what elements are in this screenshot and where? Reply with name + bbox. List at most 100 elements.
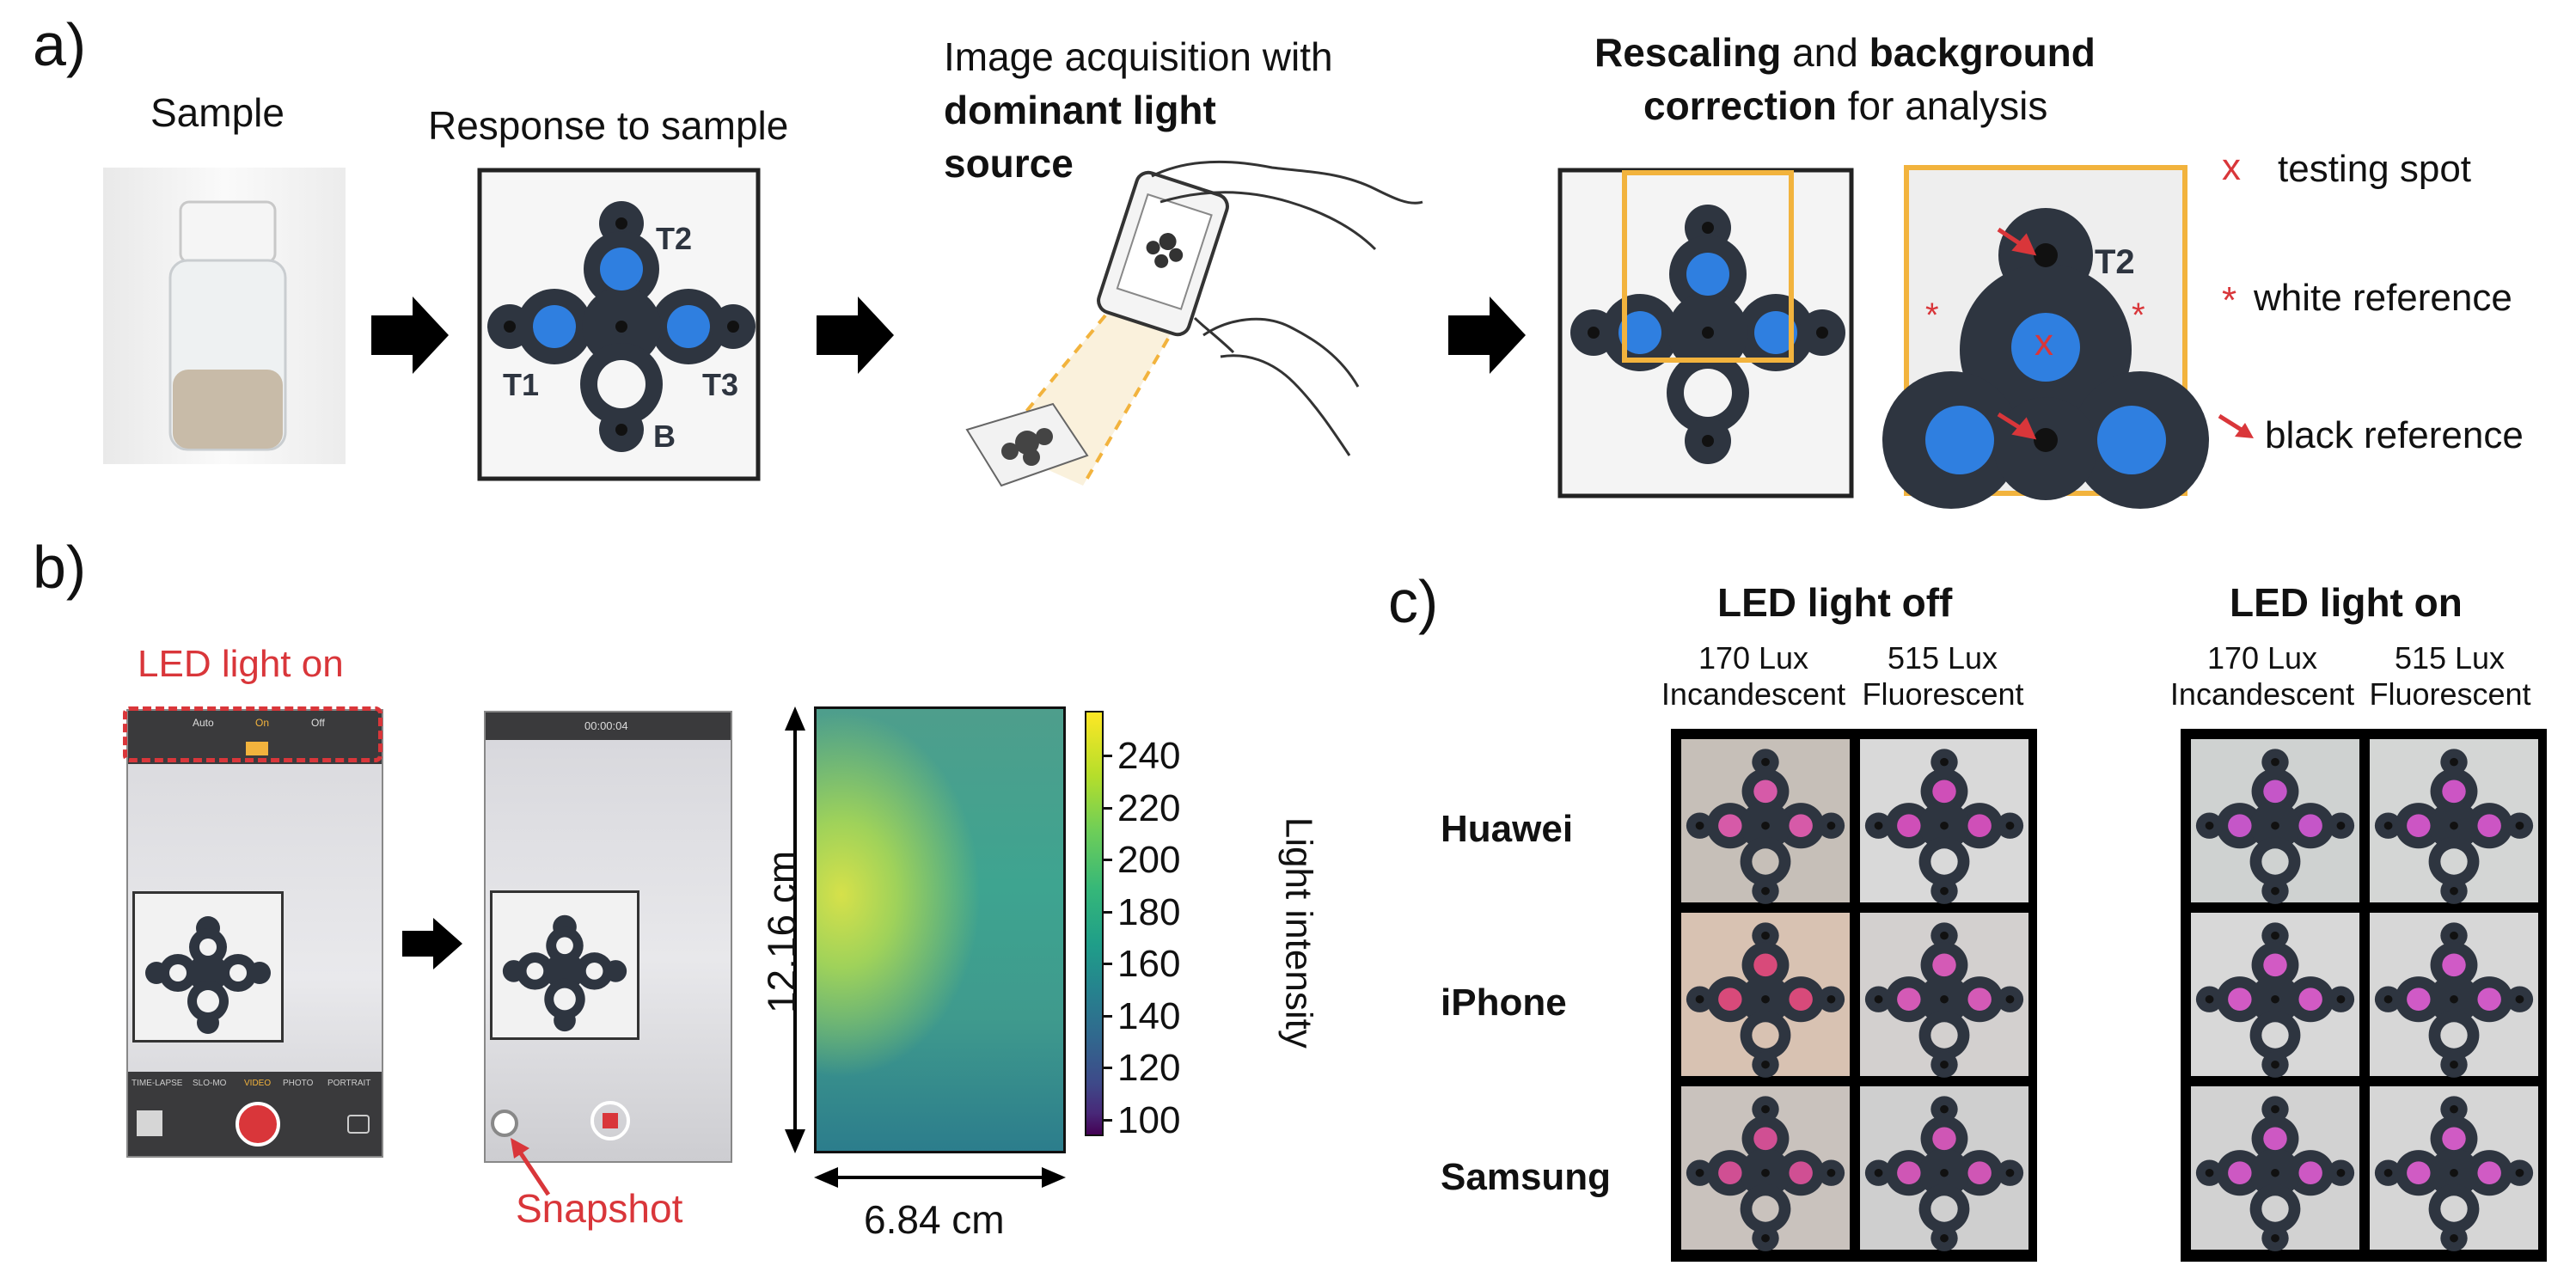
row-label-samsung: Samsung [1441, 1156, 1612, 1198]
colorbar-tick [1104, 963, 1112, 966]
colorbar-tick [1104, 1119, 1112, 1122]
colorbar-tick-label: 100 [1117, 1099, 1181, 1141]
camera-bottom-mode-slomo[interactable]: SLO-MO [193, 1079, 227, 1088]
colorbar-tick-label: 180 [1117, 890, 1181, 933]
chip-cell-photo [2191, 913, 2359, 1078]
chip-cell-photo [2191, 1086, 2359, 1251]
legend-black-label: black reference [2265, 414, 2524, 456]
zoom-testing-spot: x [2034, 321, 2053, 364]
colorbar-tick-label: 160 [1117, 943, 1181, 986]
record-button[interactable] [236, 1102, 280, 1147]
group-led-off-title: LED light off [1717, 580, 1953, 625]
sample-title: Sample [150, 90, 285, 135]
on-col2-line2: Fluorescent [2369, 676, 2531, 712]
arrow-right-2 [817, 297, 894, 374]
legend-black-ref-arrow-icon [2218, 413, 2254, 438]
chip-label-t2: T2 [656, 221, 693, 256]
colorbar-tick-label: 240 [1117, 735, 1181, 778]
row-label-huawei: Huawei [1441, 808, 1574, 850]
rescale-bold2: background [1869, 30, 2096, 75]
arrow-right-b [402, 918, 462, 969]
arrow-right-1 [371, 297, 449, 374]
led-on-label: LED light on [138, 643, 344, 685]
zoom-white-ref-left: * [1925, 297, 1939, 334]
panel-c-label: c) [1388, 568, 1439, 635]
camera-screen-photo: Auto On Off TIME-LAPSE SLO-MO VIDEO PHOT… [126, 709, 383, 1158]
camera-bottom-mode-video[interactable]: VIDEO [244, 1079, 272, 1088]
zoom-chip-label-t2: T2 [2095, 243, 2135, 281]
camera-bottom-mode-timelapse[interactable]: TIME-LAPSE [132, 1079, 183, 1088]
rescale-mid: and [1781, 30, 1869, 75]
chip-cell-photo [1681, 739, 1850, 904]
rescale-chip-drawing [1557, 168, 1854, 498]
stop-record-button[interactable] [590, 1101, 630, 1140]
colorbar-tick-label: 140 [1117, 994, 1181, 1037]
camera-chip-view [132, 891, 284, 1043]
width-dimension-arrow [814, 1167, 1066, 1188]
video-screen-photo: 00:00:04 [484, 711, 732, 1163]
off-col1-line2: Incandescent [1661, 676, 1846, 712]
rescale-end: for analysis [1836, 83, 2048, 128]
video-chip-drawing [502, 914, 627, 1032]
acq-line1: Image acquisition with [944, 34, 1333, 79]
zoomed-chip-photo: T2 * * x [1882, 165, 2209, 509]
chip-cell-photo [1860, 739, 2028, 904]
legend-white-label: white reference [2254, 277, 2512, 319]
zoomed-chip-drawing [1882, 165, 2209, 509]
camera-mode-off[interactable]: Off [311, 717, 325, 729]
camera-bottom-mode-portrait[interactable]: PORTRAIT [327, 1079, 371, 1088]
chip-label-t3: T3 [702, 367, 739, 402]
stop-square-icon [603, 1113, 618, 1128]
legend-white-symbol: * [2222, 279, 2237, 321]
response-chip-drawing [477, 168, 761, 481]
colorbar-tick [1104, 910, 1112, 914]
switch-camera-icon[interactable] [347, 1115, 370, 1134]
off-col2-line1: 515 Lux [1887, 640, 1998, 676]
zoom-white-ref-right: * [2132, 297, 2145, 334]
on-col2-line1: 515 Lux [2394, 640, 2506, 676]
colorbar-tick [1104, 1067, 1112, 1070]
chip-cell-photo [2370, 739, 2538, 904]
video-chip-view [490, 890, 639, 1040]
led-flash-highlight-box [123, 706, 382, 762]
colorbar-tick-label: 120 [1117, 1047, 1181, 1090]
video-top-bar [486, 712, 731, 740]
camera-mode-auto[interactable]: Auto [193, 717, 214, 729]
video-timer: 00:00:04 [584, 719, 628, 732]
acq-line2: dominant light [944, 88, 1216, 132]
camera-bottom-mode-photo[interactable]: PHOTO [283, 1079, 314, 1088]
chip-cell-photo [1681, 913, 1850, 1078]
camera-mode-on[interactable]: On [255, 717, 270, 729]
colorbar-tick-label: 220 [1117, 786, 1181, 829]
vial-drawing [168, 200, 287, 451]
rescale-title-line1: Rescaling and background [1594, 30, 2096, 76]
chip-cell-photo [1860, 1086, 2028, 1251]
colorbar-tick [1104, 755, 1112, 758]
rescale-bold1: Rescaling [1594, 30, 1782, 75]
rescale-bold3: correction [1643, 83, 1837, 128]
chip-cell-photo [1860, 913, 2028, 1078]
response-chip-photo: T2 T1 T3 B [477, 168, 761, 481]
arrow-right-3 [1448, 297, 1526, 374]
snapshot-button[interactable] [491, 1110, 518, 1137]
response-title: Response to sample [428, 103, 789, 148]
chip-cell-photo [2370, 1086, 2538, 1251]
sample-vial-photo [103, 168, 346, 464]
gallery-thumbnail[interactable] [137, 1110, 162, 1136]
group-led-on-title: LED light on [2230, 580, 2463, 625]
row-label-iphone: iPhone [1441, 981, 1567, 1024]
off-col2-line2: Fluorescent [1862, 676, 2024, 712]
legend-testing-label: testing spot [2278, 148, 2472, 190]
colorbar-tick [1104, 806, 1112, 810]
chip-label-b: B [653, 419, 676, 454]
panel-b-label: b) [33, 534, 87, 601]
camera-chip-drawing [145, 916, 271, 1034]
rescale-chip-photo [1557, 168, 1854, 498]
height-label: 12.16 cm [759, 850, 805, 1014]
chip-cell-photo [2370, 913, 2538, 1078]
height-dimension-arrow [785, 706, 805, 1153]
light-intensity-heatmap [814, 706, 1066, 1153]
phone-capture-illustration [965, 160, 1423, 487]
off-col1-line1: 170 Lux [1698, 640, 1809, 676]
chip-cell-photo [1681, 1086, 1850, 1251]
